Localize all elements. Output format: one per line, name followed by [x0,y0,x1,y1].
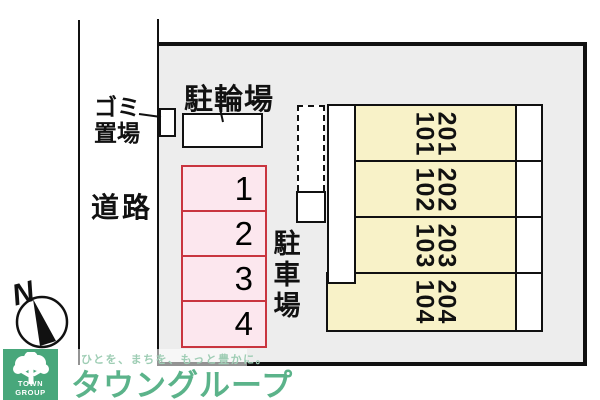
garbage-area-label-line2: 置場 [94,120,140,146]
compass: N [9,275,69,349]
unit-divider-3 [356,272,515,274]
unit-divider-2 [356,216,515,218]
entrance-box [296,191,326,223]
stall-number-1: 1 [234,170,253,207]
compass-needle [33,299,56,346]
parking-lot-label-char1: 駐 [273,229,301,259]
unit-3-upper: 203 [432,223,461,269]
road-edge-line-left [78,20,80,365]
unit-divider-1 [356,160,515,162]
parking-stall-1: 1 [181,165,267,213]
unit-2-lower: 102 [410,167,439,213]
balcony-strip [515,104,543,332]
parking-stall-3: 3 [181,255,267,303]
parking-lot-label: 駐 車 場 [272,229,302,322]
unit-1-upper: 201 [432,111,461,157]
compass-north-label: N [9,275,40,313]
brand-tagline: ひとを、まちを、もっと豊かに。 [81,354,269,366]
parking-lot-label-char3: 場 [273,291,301,321]
balcony-divider-3 [517,272,541,274]
parking-stall-4: 4 [181,300,267,348]
building-corridor [327,104,356,284]
unit-4-lower: 104 [410,279,439,325]
unit-1-lower: 101 [410,111,439,157]
garbage-area-label: ゴミ 置場 [88,94,146,146]
unit-1-label: 201 101 [354,106,517,162]
unit-3-lower: 103 [410,223,439,269]
town-group-logo: TOWN GROUP [3,349,58,400]
stall-number-3: 3 [234,260,253,297]
stall-number-4: 4 [234,305,253,342]
unit-2-label: 202 102 [354,162,517,218]
unit-4-upper: 204 [432,279,461,325]
bicycle-parking-label: 駐輪場 [184,84,275,116]
entrance-approach-dashed [297,105,325,191]
brand-name: タウングループ [71,368,294,400]
garbage-area-label-line1: ゴミ [94,94,140,120]
road-label: 道路 [91,192,154,223]
brand-watermark-band [66,349,247,400]
parking-stall-2: 2 [181,210,267,258]
building-units-block [354,104,517,332]
balcony-divider-2 [517,216,541,218]
compass-circle [15,295,69,349]
unit-3-label: 203 103 [354,218,517,274]
town-group-logo-text: TOWN GROUP [15,379,46,397]
unit-4-label: 204 104 [354,274,517,330]
stall-number-2: 2 [234,215,253,252]
balcony-divider-1 [517,160,541,162]
parking-lot-label-char2: 車 [273,260,301,290]
garbage-box [159,108,176,137]
unit-2-upper: 202 [432,167,461,213]
bicycle-parking-area [182,113,263,148]
tree-icon [13,352,49,384]
